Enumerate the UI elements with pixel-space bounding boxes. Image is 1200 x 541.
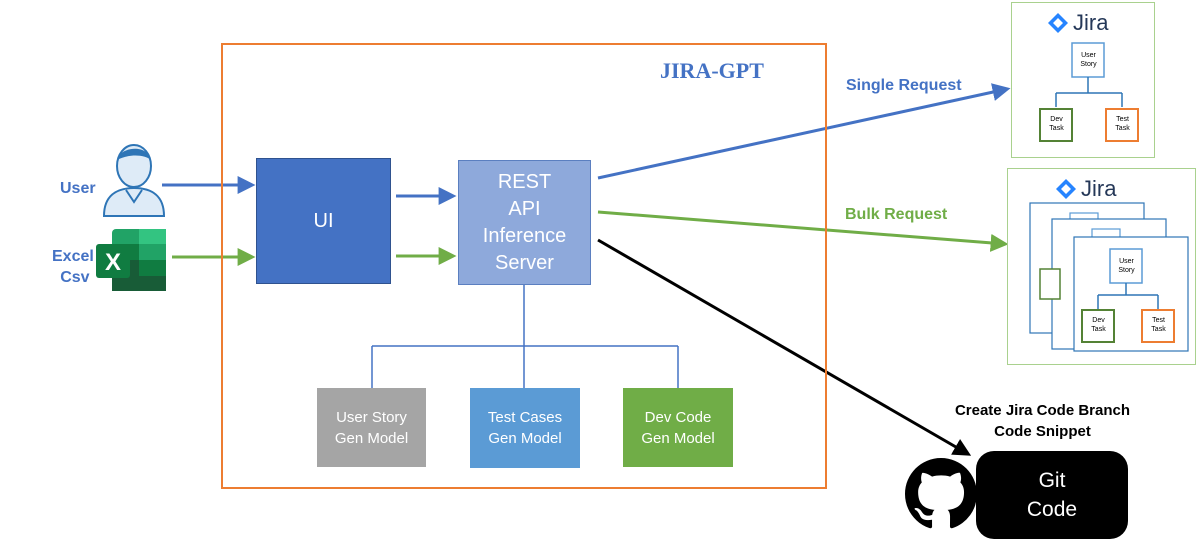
model-label: Gen Model (488, 430, 562, 447)
jira-gpt-frame (221, 43, 827, 489)
node-text: Task (1151, 326, 1166, 333)
user-icon (98, 138, 170, 223)
jira-single-story-label: User Story (1072, 51, 1105, 69)
git-caption-line1: Create Jira Code Branch (954, 402, 1131, 419)
model-label: Gen Model (334, 429, 409, 447)
jira-bulk-test-label: Test Task (1142, 316, 1175, 334)
excel-label: Excel Csv (52, 246, 94, 288)
excel-label-line1: Excel (52, 248, 94, 265)
server-line2: API (508, 197, 541, 220)
dev-code-model-box: Dev Code Gen Model (623, 388, 733, 467)
node-text: User (1081, 52, 1096, 59)
single-request-label: Single Request (846, 77, 962, 94)
git-arrow (597, 238, 972, 456)
model-label: Test Cases (487, 409, 563, 426)
jira-logo: Jira (1047, 10, 1108, 36)
svg-text:X: X (105, 249, 121, 276)
jira-single-panel: Jira User Story Dev Task Test Task (1011, 2, 1155, 158)
jira-single-tree (1039, 42, 1139, 142)
git-box-line1: Git (1038, 469, 1066, 492)
node-text: Dev (1092, 317, 1105, 324)
test-cases-model-box: Test Cases Gen Model (470, 388, 580, 468)
ui-label: UI (313, 209, 334, 232)
node-text: Test (1152, 317, 1165, 324)
server-line4: Server (495, 251, 554, 274)
model-tree-connector (371, 284, 679, 388)
node-text: User (1119, 258, 1134, 265)
jira-single-test-label: Test Task (1106, 115, 1139, 133)
jira-bulk-stack (1029, 202, 1189, 352)
node-text: Task (1091, 326, 1106, 333)
jira-gpt-title: JIRA-GPT (660, 58, 764, 83)
node-text: Test (1116, 116, 1129, 123)
jira-bulk-dev-label: Dev Task (1082, 316, 1115, 334)
node-text: Task (1049, 125, 1064, 132)
jira-icon (1056, 179, 1076, 199)
bulk-request-label: Bulk Request (845, 206, 948, 223)
jira-bulk-panel: Jira User Story Dev Task Test Task (1007, 168, 1196, 365)
single-request-arrow (597, 83, 1011, 180)
ui-box: UI (256, 158, 391, 284)
bulk-request-arrow (597, 210, 1009, 252)
server-line3: Inference (482, 224, 567, 247)
github-icon (905, 458, 977, 535)
git-code-box: Git Code (976, 451, 1128, 539)
server-line1: REST (497, 170, 552, 193)
git-caption-line2: Code Snippet (994, 423, 1091, 440)
node-text: Story (1118, 267, 1135, 274)
jira-icon (1048, 13, 1068, 33)
user-label: User (60, 180, 96, 197)
excel-icon: X (94, 228, 168, 297)
rest-server-box: REST API Inference Server (458, 160, 591, 285)
model-label: Dev Code (644, 408, 712, 426)
user-story-model-box: User Story Gen Model (317, 388, 426, 467)
jira-logo: Jira (1055, 176, 1116, 202)
git-caption: Create Jira Code Branch Code Snippet (930, 400, 1155, 442)
git-box-line2: Code (1026, 498, 1078, 521)
jira-word: Jira (1073, 10, 1109, 35)
model-label: User Story (336, 408, 407, 426)
jira-single-dev-label: Dev Task (1040, 115, 1073, 133)
jira-word: Jira (1081, 176, 1117, 201)
model-label: Gen Model (641, 429, 715, 447)
excel-label-line2: Csv (60, 269, 90, 286)
node-text: Task (1115, 125, 1130, 132)
node-text: Dev (1050, 116, 1063, 123)
node-text: Story (1080, 61, 1097, 68)
jira-bulk-story-label: User Story (1110, 257, 1143, 275)
